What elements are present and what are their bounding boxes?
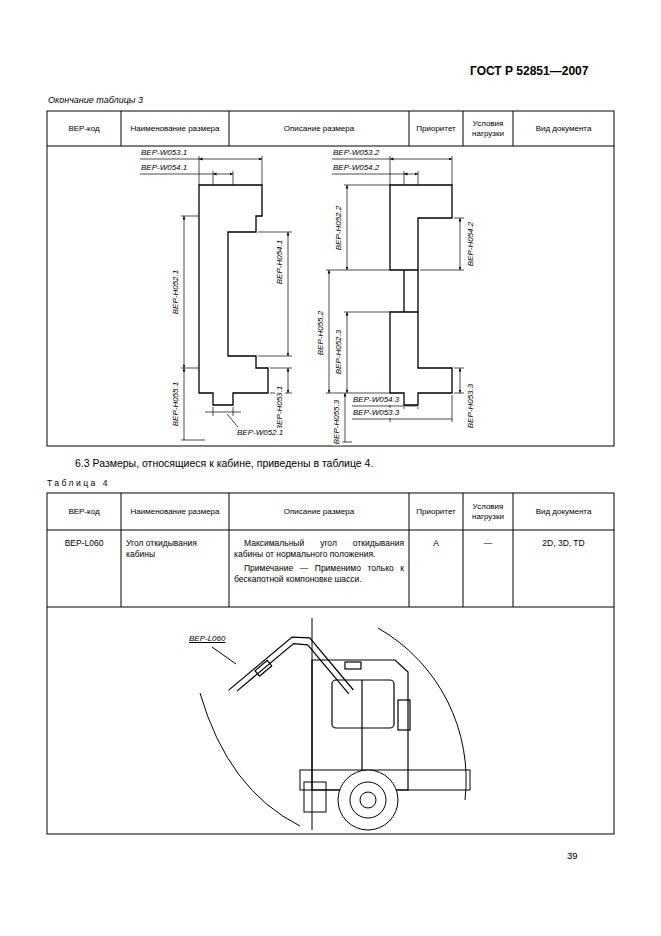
table-header-cell: Условия нагрузки <box>466 111 510 146</box>
dimension-code: ВЕР-H052.1 <box>171 269 181 315</box>
table-continuation: Окончание таблицы 3 <box>48 95 143 106</box>
dimension-code: ВЕР-H052.2 <box>334 205 344 251</box>
dimension-code: ВЕР-H052.3 <box>334 329 344 375</box>
table-header-cell: Вид документа <box>516 111 611 146</box>
table-header-cell: Приоритет <box>412 493 460 530</box>
body-text: 6.3 Размеры, относящиеся к кабине, приве… <box>75 457 373 470</box>
table-header-cell: ВЕР-код <box>50 493 118 530</box>
page-number: 39 <box>567 850 578 862</box>
table-header-cell: Приоритет <box>412 111 460 146</box>
table-cell: 2D, 3D, TD <box>518 538 609 549</box>
dimension-code: ВЕР-L060 <box>188 634 226 644</box>
dimension-code: ВЕР-H055.2 <box>316 310 326 356</box>
table-header-cell: Наименование размера <box>124 493 226 530</box>
dimension-code: ВЕР-H055.1 <box>171 381 181 427</box>
dimension-code: ВЕР-H054.1 <box>275 239 285 285</box>
table-cell: Максимальный угол откидывания кабины от … <box>234 538 404 559</box>
table-cell: Угол откидывания кабины <box>126 538 224 559</box>
dimension-code: ВЕР-W054.1 <box>140 163 188 173</box>
dimension-code: ВЕР-H053.1 <box>275 385 285 431</box>
profile-left <box>199 185 268 405</box>
table-caption: Таблица 4 <box>47 478 110 489</box>
profile-right <box>390 185 452 405</box>
table-grid <box>47 111 614 834</box>
dimension-code: ВЕР-W054.3 <box>352 395 400 405</box>
dimension-lines <box>140 156 464 442</box>
dimension-code: ВЕР-H054.2 <box>466 221 476 267</box>
table-header-cell: Условия нагрузки <box>466 493 510 530</box>
dimension-code: ВЕР-W054.2 <box>332 163 380 173</box>
page-header: ГОСТ Р 52851—2007 <box>470 64 588 79</box>
table-cell: — <box>468 538 508 549</box>
cab-tilt-illustration <box>200 618 470 830</box>
table-cell: ВЕР-L060 <box>52 538 116 549</box>
dimension-code: ВЕР-W053.1 <box>140 148 188 158</box>
dimension-code: ВЕР-H055.3 <box>332 399 342 445</box>
dimension-code: ВЕР-H053.3 <box>466 383 476 429</box>
table-header-cell: Описание размера <box>232 111 406 146</box>
table-header-cell: Описание размера <box>232 493 406 530</box>
table-header-cell: Наименование размера <box>124 111 226 146</box>
table-cell: А <box>414 538 458 549</box>
dimension-code: ВЕР-W053.2 <box>332 148 380 158</box>
table-header-cell: Вид документа <box>516 493 611 530</box>
dimension-code: ВЕР-W053.3 <box>352 408 400 418</box>
table-header-cell: ВЕР-код <box>50 111 118 146</box>
table-note: Примечание — Применимо только к бескапот… <box>234 563 404 584</box>
dimension-code: ВЕР-W052.1 <box>236 428 284 438</box>
